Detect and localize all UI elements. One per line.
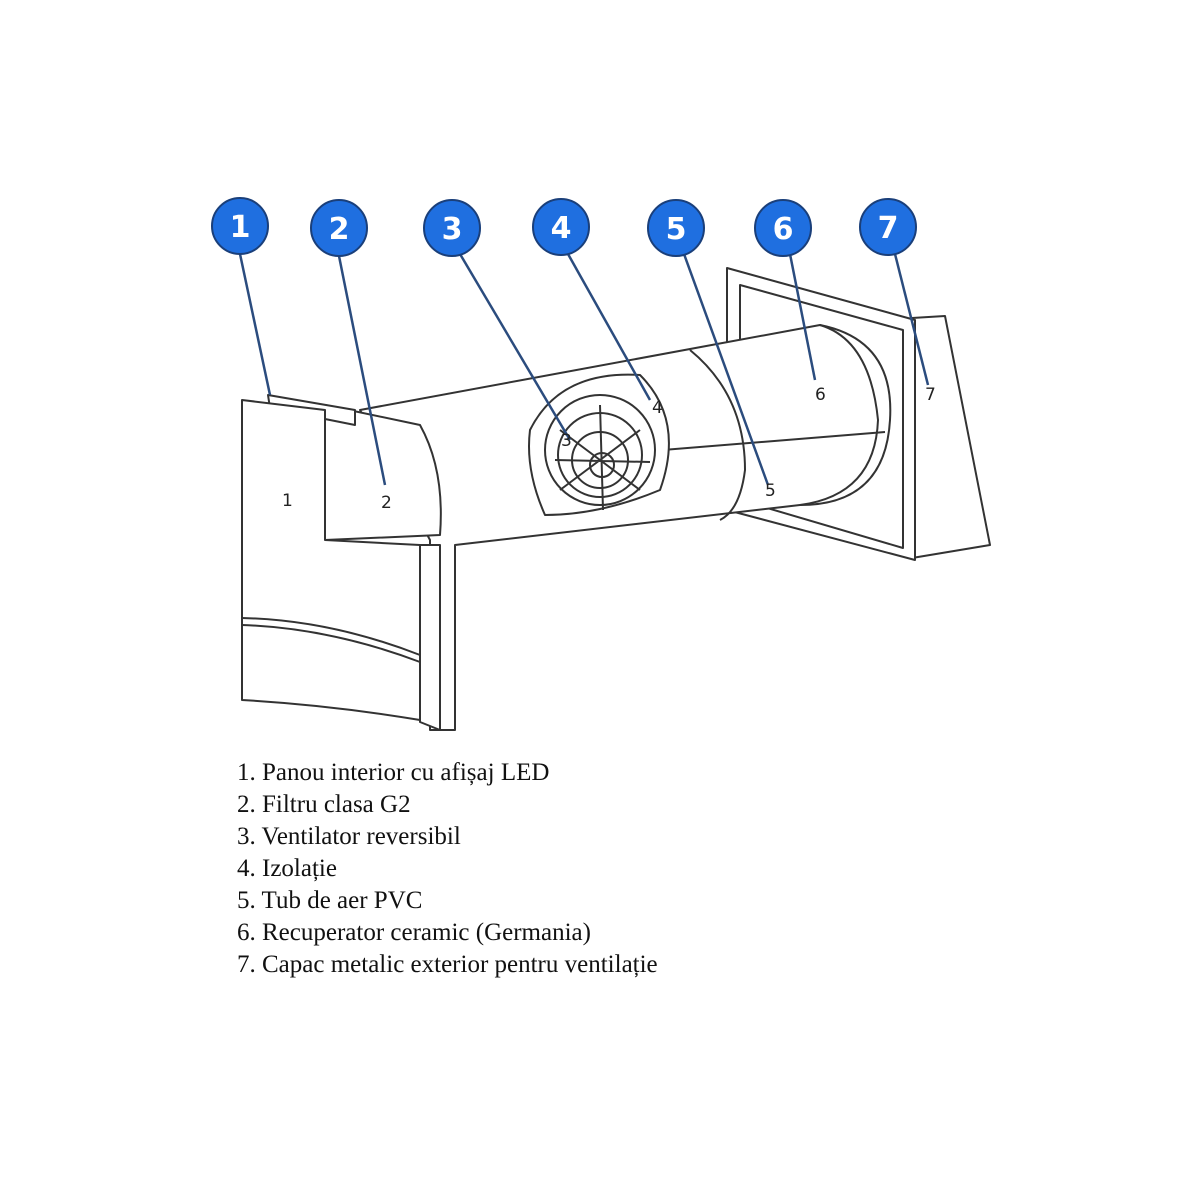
svg-text:6: 6: [773, 212, 794, 247]
svg-text:1: 1: [230, 210, 251, 245]
marker-1: 1: [211, 197, 269, 255]
marker-4: 4: [532, 198, 590, 256]
part-label-5: 5: [765, 481, 776, 501]
number-markers: 1 2 3 4 5 6 7: [211, 197, 917, 257]
fan: [528, 373, 670, 516]
svg-text:2: 2: [329, 212, 350, 247]
part-label-2: 2: [381, 493, 392, 513]
part-label-6: 6: [815, 385, 826, 405]
part-numbers-in-drawing: 1 2 3 4 5 6 7: [282, 385, 936, 513]
leader-lines: [238, 253, 930, 486]
legend-item-1: 1. Panou interior cu afișaj LED: [237, 759, 550, 786]
legend-item-7: 7. Capac metalic exterior pentru ventila…: [237, 951, 658, 978]
part-label-1: 1: [282, 491, 293, 511]
svg-text:3: 3: [442, 212, 463, 247]
marker-6: 6: [754, 199, 812, 257]
marker-2: 2: [310, 199, 368, 257]
legend-item-6: 6. Recuperator ceramic (Germania): [237, 919, 591, 946]
parts-legend: 1. Panou interior cu afișaj LED 2. Filtr…: [237, 757, 658, 981]
legend-item-4: 4. Izolație: [237, 855, 337, 882]
svg-text:5: 5: [666, 212, 687, 247]
part-label-3: 3: [561, 431, 572, 451]
marker-7: 7: [859, 198, 917, 256]
part-label-7: 7: [925, 385, 936, 405]
marker-3: 3: [423, 199, 481, 257]
legend-item-3: 3. Ventilator reversibil: [237, 823, 461, 850]
svg-text:4: 4: [551, 211, 572, 246]
legend-item-5: 5. Tub de aer PVC: [237, 887, 423, 914]
part-label-4: 4: [652, 398, 663, 418]
exterior-cover: [911, 315, 991, 559]
legend-item-2: 2. Filtru clasa G2: [237, 791, 411, 818]
marker-5: 5: [647, 199, 705, 257]
svg-text:7: 7: [878, 211, 899, 246]
